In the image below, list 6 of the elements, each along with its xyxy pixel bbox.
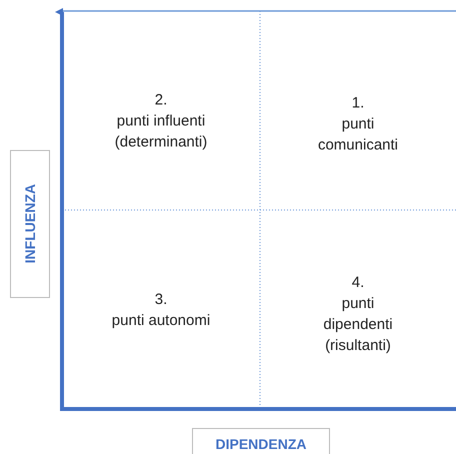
axis-label: INFLUENZA [10, 150, 50, 298]
axis-label: DIPENDENZA [192, 428, 330, 454]
quadrant-label: 4. punti dipendenti (risultanti) [309, 272, 407, 356]
quadrant-label: 2. punti influenti (determinanti) [114, 90, 208, 152]
quadrant-label: 3. punti autonomi [112, 289, 210, 331]
quadrant-label: 1. punti comunicanti [309, 92, 407, 156]
